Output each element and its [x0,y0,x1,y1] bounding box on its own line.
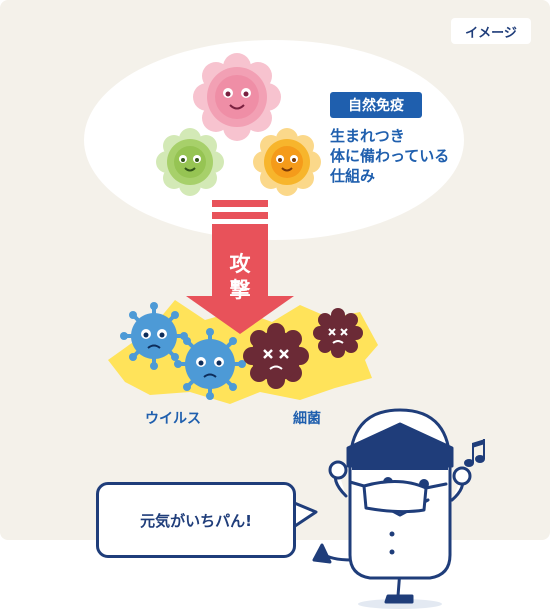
music-note-icon [464,439,485,467]
description-line: 仕組み [330,167,376,185]
pink-immune-cell-icon [193,53,281,141]
innate-immunity-label: 自然免疫 [330,92,422,118]
attack-arrow-icon [186,200,294,334]
impact-burst [108,300,378,404]
image-badge: イメージ [451,18,531,44]
green-immune-cell-icon [156,128,224,196]
virus-icon [120,302,188,370]
attack-char: 攻 [229,252,251,276]
virus-icon [174,328,246,400]
innate-immunity-description: 生まれつき 体に備わっている 仕組み [330,126,449,186]
speech-bubble: 元気がいちパん! [96,482,296,558]
speech-text: 元気がいちパん! [140,511,252,530]
virus-label: ウイルス [145,411,201,427]
bacteria-icon [313,308,363,358]
bacteria-icon [243,323,309,389]
description-line: 生まれつき [330,127,405,145]
orange-immune-cell-icon [253,128,321,196]
attack-char: 撃 [229,278,251,302]
bacteria-label: 細菌 [293,411,321,427]
description-line: 体に備わっている [330,147,450,165]
doctor-mascot [312,408,472,609]
